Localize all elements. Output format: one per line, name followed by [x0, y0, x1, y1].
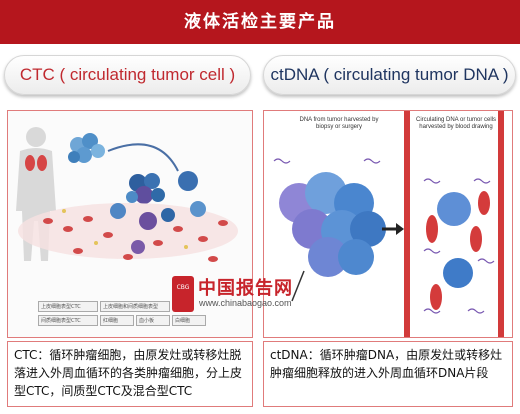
lungs-icon [25, 155, 47, 171]
ctc-illustration-panel: 上皮细胞表型CTC 上皮细胞和间质细胞表型 间质细胞表型CTC 红细胞 血小板 … [7, 110, 253, 338]
watermark: CBG 中国报告网 www.chinabaogao.com [172, 274, 347, 318]
arrow-head-icon [396, 223, 404, 235]
tumor-mass [279, 172, 386, 277]
dna-fragments [273, 158, 495, 314]
legend-item: 红细胞 [100, 315, 134, 326]
legend-item: 白细胞 [172, 315, 206, 326]
legend-item: 血小板 [136, 315, 170, 326]
ctc-illustration [16, 127, 238, 262]
watermark-name: 中国报告网 [198, 278, 293, 299]
ctdna-description: ctDNA：循环肿瘤DNA，由原发灶或转移灶肿瘤细胞释放的进入外周血循环DNA片… [263, 341, 513, 407]
biopsy-label: DNA from tumor harvested by biopsy or su… [299, 117, 379, 130]
watermark-url: www.chinabaogao.com [199, 298, 292, 308]
vessel-wall-left [404, 111, 410, 337]
blood-vessel [18, 203, 238, 259]
platelets [62, 209, 188, 249]
legend-item: 间质细胞表型CTC [38, 315, 98, 326]
page-title: 液体活检主要产品 [0, 0, 520, 44]
ctc-description: CTC：循环肿瘤细胞，由原发灶或转移灶脱落进入外周血循环的各类肿瘤细胞，分上皮型… [7, 341, 253, 407]
blood-draw-label: Circulating DNA or tumor cells harvested… [415, 117, 497, 130]
ctdna-illustration [273, 111, 504, 337]
vessel-contents [426, 191, 490, 310]
ctdna-heading: ctDNA ( circulating tumor DNA ) [263, 55, 516, 95]
needle [291, 270, 305, 302]
ctc-legend: 上皮细胞表型CTC 上皮细胞和间质细胞表型 间质细胞表型CTC 红细胞 血小板 … [38, 301, 252, 329]
ctc-cluster [126, 171, 198, 204]
legend-item: 上皮细胞和间质细胞表型 [100, 301, 170, 312]
ctdna-illustration-panel: DNA from tumor harvested by biopsy or su… [263, 110, 513, 338]
red-blood-cells [43, 216, 228, 262]
brand-logo-icon: CBG [172, 276, 194, 312]
vessel-wall-right [498, 111, 504, 337]
migration-arrow [107, 143, 179, 172]
ctc-heading: CTC ( circulating tumor cell ) [4, 55, 251, 95]
legend-item: 上皮细胞表型CTC [38, 301, 98, 312]
tumor-cluster [68, 133, 105, 163]
circulating-tumor-cells [110, 201, 206, 254]
